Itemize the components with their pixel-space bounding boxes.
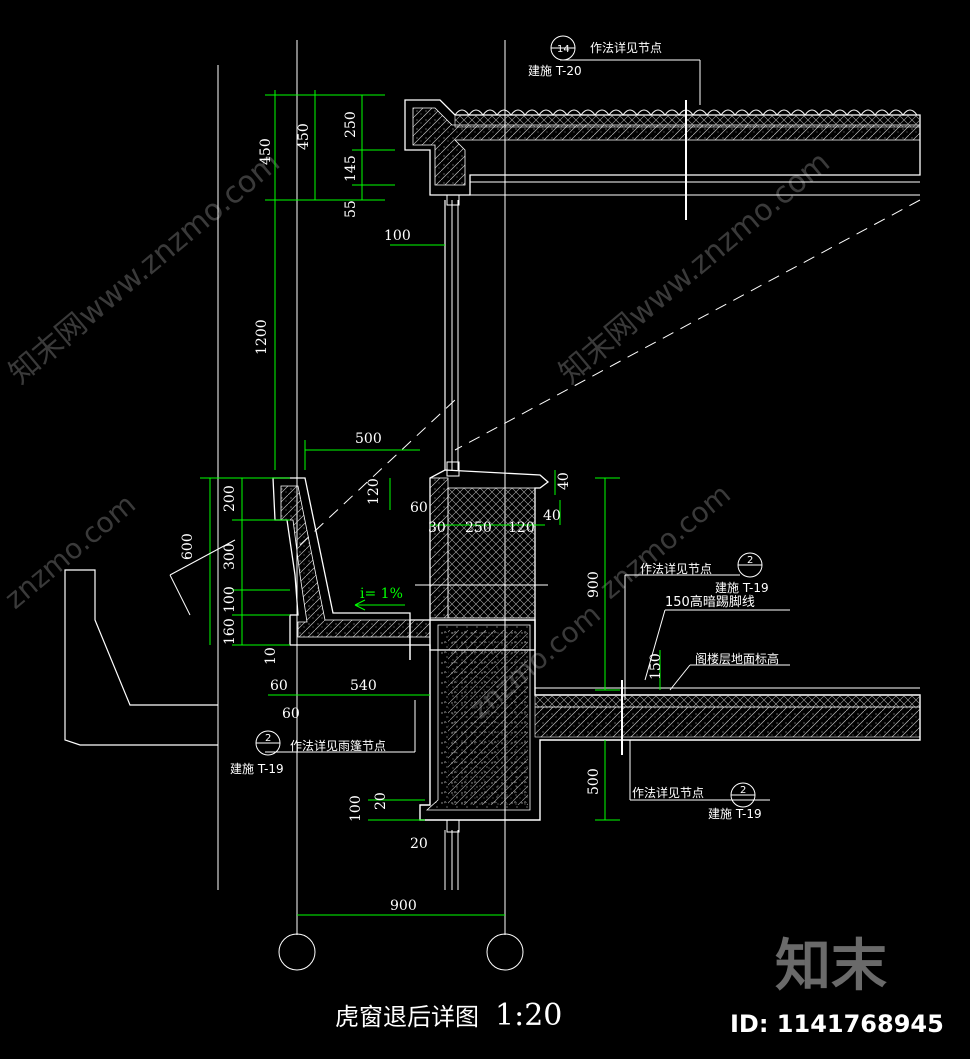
drawing-scale: 1:20 (495, 998, 562, 1033)
callout-2a-sheet: 建施 T-19 (715, 581, 769, 595)
planter-soil (447, 487, 536, 619)
dim-20-bottom: 20 (410, 836, 428, 852)
dim-300: 300 (222, 543, 238, 570)
callout-2b-number: 2 (265, 733, 271, 744)
callout-2a-note: 作法详见节点 (640, 561, 712, 576)
floor-level-label: 阁楼层地面标高 (695, 651, 779, 666)
axis-bubble-right (486, 933, 524, 971)
dim-500-right: 500 (586, 768, 602, 795)
roof-insulation-layer (454, 114, 921, 128)
callout-2c-sheet: 建施 T-19 (708, 807, 762, 821)
roof-section (404, 99, 921, 220)
slope-label: i= 1% (360, 586, 403, 602)
dim-10: 10 (263, 647, 279, 665)
dim-150: 150 (648, 653, 664, 680)
dim-100-top: 100 (384, 228, 411, 244)
dimension-lines (200, 90, 661, 916)
dim-900-bottom: 900 (390, 898, 417, 914)
dim-20-low: 20 (373, 792, 389, 810)
dim-120-mid: 120 (508, 520, 535, 536)
dim-500-planter: 500 (355, 431, 382, 447)
dim-100-low: 100 (348, 795, 364, 822)
callout-circles (255, 35, 763, 808)
dim-900-right: 900 (586, 571, 602, 598)
left-profile-moulding (64, 569, 218, 746)
dim-250-mid: 250 (465, 520, 492, 536)
callout-2c-note: 作法详见节点 (632, 785, 704, 800)
watermark-brand: 知末 (775, 934, 887, 999)
dim-120-planter: 120 (366, 478, 382, 505)
slope-arrow (354, 599, 405, 611)
dim-160: 160 (222, 618, 238, 645)
slope-line-dashed (454, 199, 921, 451)
callout-2a-number: 2 (747, 555, 753, 566)
dim-540: 540 (350, 678, 377, 694)
dim-40-top: 40 (556, 472, 572, 490)
dim-60: 60 (410, 500, 428, 516)
callout-14-number: 14 (557, 44, 570, 55)
watermark-group: 知末网www.znzmo.com 知末网www.znzmo.com znzmo.… (0, 145, 837, 726)
dim-200: 200 (222, 485, 238, 512)
dim-30: 30 (428, 520, 446, 536)
callout-14-note: 作法详见节点 (590, 40, 662, 55)
callout-2b-sheet: 建施 T-19 (230, 762, 284, 776)
watermark-site-left: 知末网www.znzmo.com (3, 145, 287, 391)
dim-450-outer: 450 (258, 138, 274, 165)
dim-40-side: 40 (543, 508, 561, 524)
callout-2c-number: 2 (740, 785, 746, 796)
callout-2b-note: 作法详见雨篷节点 (290, 738, 386, 753)
watermark-short-left: znzmo.com (0, 487, 142, 615)
dim-60-left: 60 (270, 678, 288, 694)
leader-lines (169, 59, 790, 801)
wall-section (419, 619, 921, 833)
slope-line-lower (299, 399, 456, 546)
axis-bubble-left (278, 933, 316, 971)
dim-60-below: 60 (282, 706, 300, 722)
dim-600: 600 (180, 533, 196, 560)
watermark-id: ID: 1141768945 (730, 1010, 944, 1038)
dim-55: 55 (343, 200, 359, 218)
planter-section (272, 461, 550, 660)
skirting-label: 150高暗踢脚线 (665, 594, 755, 610)
drawing-title: 虎窗退后详图 (335, 1003, 479, 1031)
dim-100-mid: 100 (222, 586, 238, 613)
dim-450-inner: 450 (296, 123, 312, 150)
dim-1200: 1200 (254, 319, 270, 355)
dim-145: 145 (343, 155, 359, 182)
callout-14-sheet: 建施 T-20 (528, 64, 582, 78)
dim-250: 250 (343, 111, 359, 138)
